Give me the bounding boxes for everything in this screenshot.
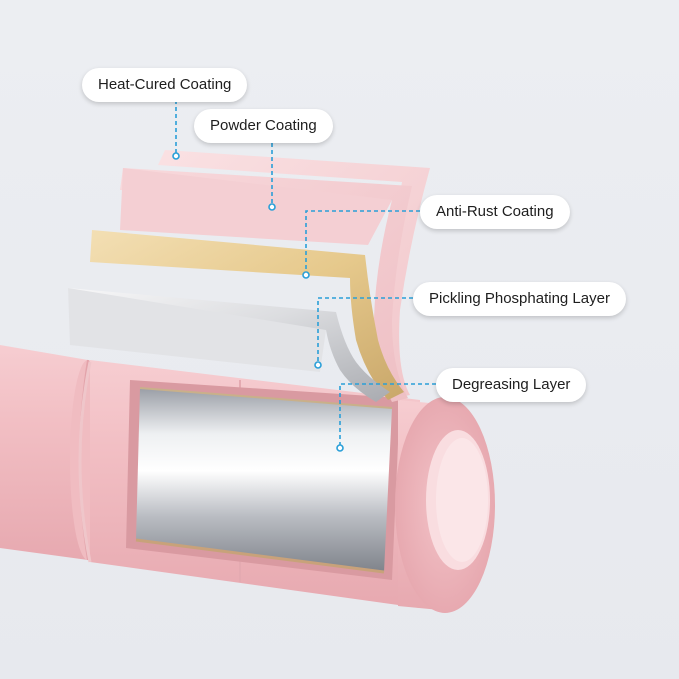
- label-pickling-phosphating-layer: Pickling Phosphating Layer: [413, 282, 626, 316]
- tube-end: [395, 397, 495, 613]
- label-degreasing-layer: Degreasing Layer: [436, 368, 586, 402]
- label-powder-coating: Powder Coating: [194, 109, 333, 143]
- label-heat-cured-coating: Heat-Cured Coating: [82, 68, 247, 102]
- steel-core: [126, 380, 400, 580]
- label-anti-rust-coating: Anti-Rust Coating: [420, 195, 570, 229]
